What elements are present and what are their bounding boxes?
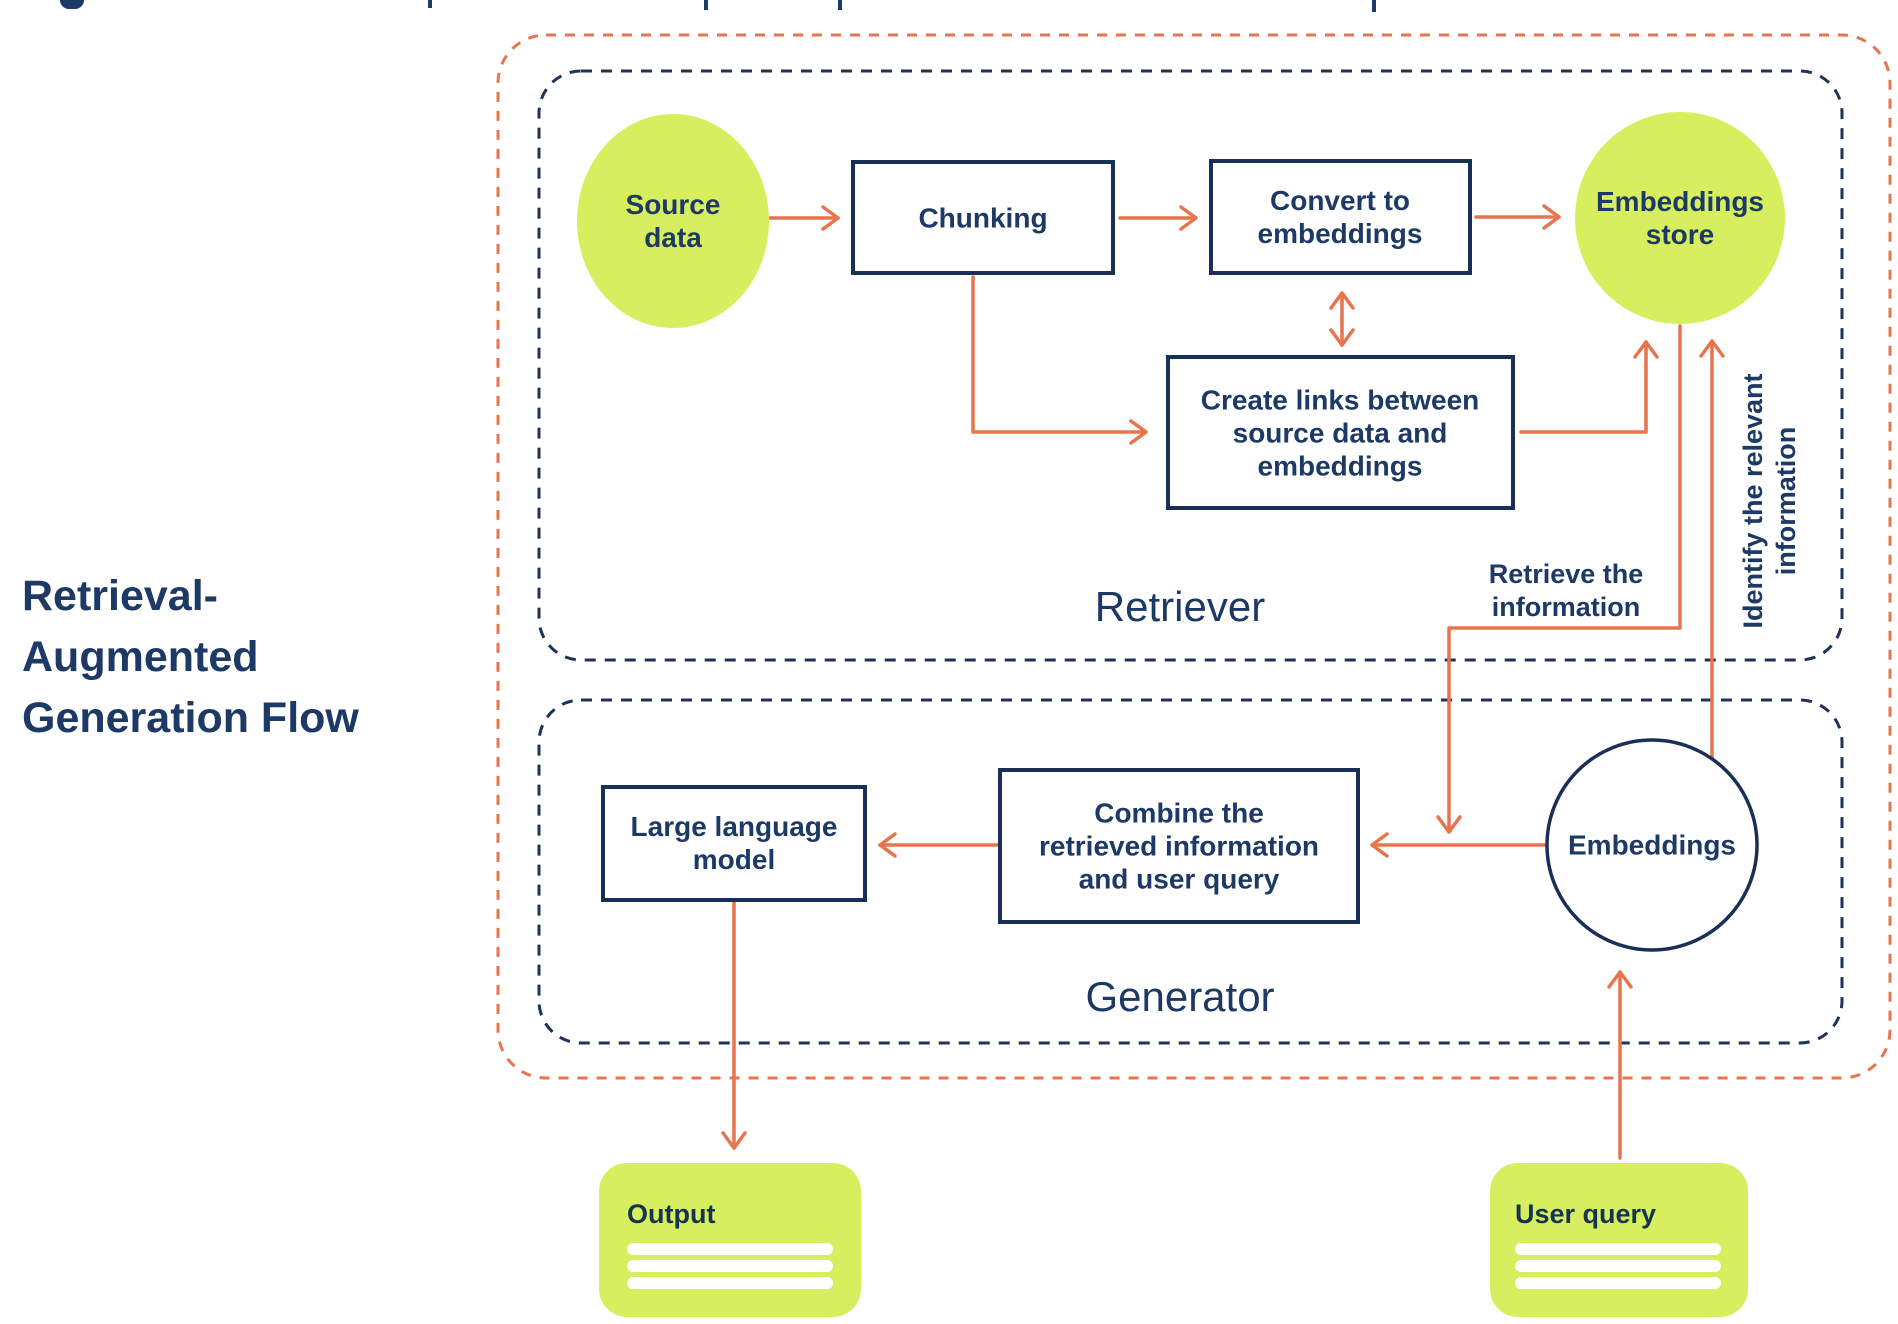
combine-box	[998, 768, 1360, 924]
convert-to-embeddings-label: Convert to embeddings	[1258, 184, 1423, 250]
text-line-bar	[627, 1243, 833, 1255]
output-card	[599, 1163, 861, 1317]
edge-create-links-to-store	[1519, 340, 1659, 434]
label-line: information	[1771, 426, 1801, 576]
generator-section-label: Generator	[1085, 973, 1274, 1021]
source-data-label: Source data	[626, 188, 721, 254]
title-line: Generation Flow	[22, 694, 359, 742]
embeddings-circle	[1545, 738, 1759, 952]
label-line: model	[692, 844, 776, 875]
retriever-section-border	[537, 69, 1844, 662]
label-line: Large language	[630, 811, 838, 842]
label-line: source data and	[1232, 417, 1448, 449]
user-query-card	[1490, 1163, 1748, 1317]
label-line: retrieved information	[1038, 830, 1320, 862]
embeddings-store-circle	[1575, 112, 1785, 324]
label-line: and user query	[1078, 863, 1280, 895]
retrieve-information-annotation: Retrieve the information	[1489, 558, 1644, 624]
user-query-card-text-lines	[1515, 1243, 1721, 1289]
embeddings-label: Embeddings	[1568, 829, 1736, 862]
output-card-label: Output	[627, 1199, 716, 1229]
text-line-bar	[1515, 1277, 1721, 1289]
label-line: Embeddings	[1567, 829, 1737, 861]
retriever-section-label: Retriever	[1095, 583, 1265, 631]
create-links-box	[1166, 355, 1515, 510]
generator-section-border	[537, 698, 1844, 1045]
label-line: Generator	[1085, 973, 1275, 1020]
convert-to-embeddings-box	[1209, 159, 1472, 275]
title-line: Retrieval-	[22, 572, 218, 620]
label-line: data	[644, 222, 702, 253]
large-language-model-label: Large language model	[631, 810, 838, 876]
label-line: Source	[625, 189, 721, 220]
label-line: Retrieve the	[1488, 559, 1644, 589]
label-line: Chunking	[918, 202, 1048, 234]
create-links-label: Create links between source data and emb…	[1201, 384, 1480, 483]
cropped-text-fragment	[704, 0, 708, 10]
text-line-bar	[1515, 1260, 1721, 1272]
embeddings-store-label: Embeddings store	[1596, 185, 1764, 251]
label-line: store	[1645, 219, 1715, 250]
chunking-box	[851, 160, 1115, 275]
edge-store-retrieve-to-combine	[1436, 324, 1682, 834]
label-line: Retriever	[1094, 583, 1266, 630]
label-line: embeddings	[1257, 450, 1423, 482]
cropped-text-fragment	[838, 0, 842, 10]
label-line: Convert to	[1269, 185, 1410, 216]
outer-flow-border	[496, 33, 1892, 1080]
chunking-label: Chunking	[918, 202, 1047, 235]
source-data-circle	[577, 114, 769, 328]
cropped-text-fragment	[428, 0, 432, 8]
label-line: information	[1491, 592, 1641, 622]
label-line: Combine the	[1094, 797, 1264, 829]
output-card-text-lines	[627, 1243, 833, 1289]
cropped-text-fragment	[1372, 0, 1376, 12]
label-line: Create links between	[1200, 384, 1480, 416]
label-line: Embeddings	[1595, 186, 1765, 217]
text-line-bar	[1515, 1243, 1721, 1255]
user-query-card-label: User query	[1515, 1199, 1657, 1229]
text-line-bar	[627, 1260, 833, 1272]
identify-relevant-information-annotation: Identify the relevant information	[1737, 373, 1803, 628]
title-line: Augmented	[22, 633, 259, 681]
combine-label: Combine the retrieved information and us…	[1039, 797, 1319, 896]
text-line-bar	[627, 1277, 833, 1289]
label-line: embeddings	[1257, 218, 1423, 249]
cropped-text-fragment	[60, 0, 84, 9]
large-language-model-box	[601, 785, 867, 902]
label-line: Identify the relevant	[1738, 373, 1768, 629]
edge-chunking-to-create-links	[971, 275, 1148, 445]
diagram-title: Retrieval- Augmented Generation Flow	[22, 566, 359, 749]
